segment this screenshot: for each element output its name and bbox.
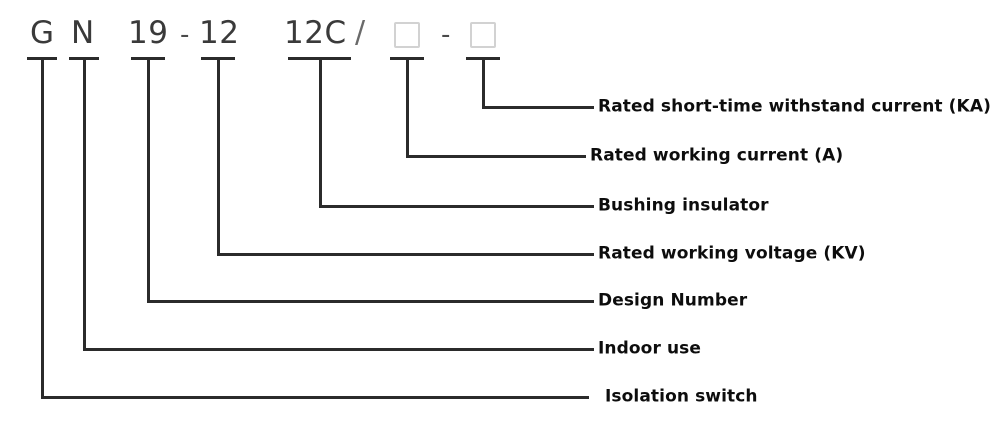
code-token-12c: 12C xyxy=(284,15,347,51)
code-separator-slash: / xyxy=(355,15,366,50)
leader-vline-box2 xyxy=(482,57,485,109)
label-design-number: Design Number xyxy=(598,290,748,311)
leader-hline-19 xyxy=(147,300,594,303)
code-token-19: 19 xyxy=(128,15,169,51)
label-bushing-insulator: Bushing insulator xyxy=(598,195,769,216)
code-separator-dash-2: - xyxy=(441,20,451,50)
leader-hline-box2 xyxy=(482,106,594,109)
leader-hline-g xyxy=(41,396,589,399)
leader-hline-box1 xyxy=(406,155,586,158)
label-rated-working-current: Rated working current (A) xyxy=(590,145,844,166)
label-rated-working-voltage: Rated working voltage (KV) xyxy=(598,243,866,264)
leader-vline-g xyxy=(41,57,44,399)
leader-vline-12c xyxy=(319,57,322,208)
code-token-n: N xyxy=(71,15,95,51)
leader-hline-12c xyxy=(319,205,594,208)
leader-hline-n xyxy=(83,348,594,351)
code-token-12: 12 xyxy=(199,15,240,51)
code-separator-dash-1: - xyxy=(180,20,190,50)
leader-vline-n xyxy=(83,57,86,351)
leader-vline-19 xyxy=(147,57,150,303)
code-placeholder-box-current xyxy=(394,22,420,48)
leader-hline-12 xyxy=(217,253,594,256)
leader-vline-box1 xyxy=(406,57,409,158)
code-token-g: G xyxy=(30,15,55,51)
code-placeholder-box-withstand xyxy=(470,22,496,48)
label-isolation-switch: Isolation switch xyxy=(605,386,758,407)
label-indoor-use: Indoor use xyxy=(598,338,702,359)
label-rated-short-time-withstand-current: Rated short-time withstand current (KA) xyxy=(598,96,991,117)
leader-vline-12 xyxy=(217,57,220,256)
